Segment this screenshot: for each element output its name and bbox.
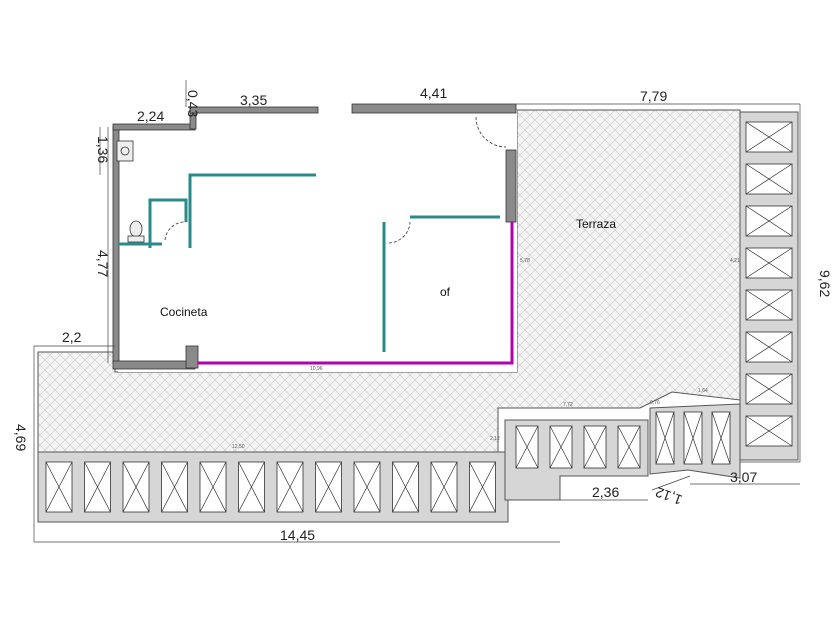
inner-label-1: 10,96 [310, 366, 323, 372]
planter-box-middle-0-cross [515, 425, 539, 469]
planter-box-middle-2-cross [583, 425, 607, 469]
dimension-lines [33, 80, 801, 543]
planter-box-right-7-cross [745, 415, 793, 447]
washbasin-icon [116, 140, 134, 162]
inner-measure-labels: 10,96 12,50 7,72 1,64 0,76 5,78 4,21 2,1… [232, 258, 740, 450]
dim-bottom-307: 3,07 [730, 469, 757, 485]
planter-box-bottom-7-cross [315, 461, 342, 513]
inner-label-8: 2,12 [490, 436, 500, 442]
planter-box-bottom-11-cross [469, 461, 496, 513]
partition-walls [118, 173, 500, 352]
planter-box-bottom-0-cross [45, 461, 73, 513]
dim-top-335: 3,35 [240, 92, 267, 108]
room-label-office: of [440, 285, 451, 299]
dim-top-779: 7,79 [640, 88, 667, 104]
planter-box-bottom-10-cross [430, 461, 458, 513]
planter-box-right-0-cross [745, 121, 793, 153]
inner-label-7: 4,21 [730, 258, 740, 264]
room-label-cocineta: Cocineta [160, 305, 208, 319]
toilet-icon [127, 220, 145, 243]
dim-top-441: 4,41 [420, 85, 447, 101]
dim-left-136: 1,36 [95, 136, 111, 163]
glass-wall [198, 222, 514, 365]
interior-floor [118, 110, 517, 372]
dim-left-22: 2,2 [62, 329, 82, 345]
planter-box-right-3-cross [745, 247, 793, 279]
planter-box-right-5-cross [745, 331, 793, 363]
planter-box-middle-3-cross [617, 425, 641, 469]
planter-box-right-2-cross [745, 205, 793, 237]
planter-crosses [45, 121, 793, 513]
inner-label-4: 1,64 [698, 388, 708, 394]
dim-bottom-236: 2,36 [592, 484, 619, 500]
planter-box-rb-0-cross [655, 411, 675, 465]
planter-box-rb-2-cross [711, 411, 731, 465]
planter-box-bottom-1-cross [84, 461, 111, 513]
planter-box-right-6-cross [745, 373, 793, 405]
dim-right-962: 9,62 [817, 270, 833, 297]
planter-box-middle-1-cross [549, 425, 573, 469]
planter-box-bottom-3-cross [161, 461, 188, 513]
inner-label-5: 0,76 [650, 400, 660, 406]
dim-left-477: 4,77 [95, 250, 111, 277]
planter-box-bottom-2-cross [122, 461, 150, 513]
inner-label-6: 5,78 [520, 258, 530, 264]
planter-box-bottom-6-cross [276, 461, 304, 513]
planter-box-bottom-9-cross [392, 461, 419, 513]
inner-label-3: 7,72 [563, 402, 573, 408]
dim-left-469: 4,69 [13, 424, 29, 451]
inner-label-2: 12,50 [232, 444, 245, 450]
room-label-terraza: Terraza [576, 217, 616, 231]
door-swings [164, 116, 507, 244]
planter-box-rb-1-cross [683, 411, 703, 465]
dim-bottom-1445: 14,45 [280, 527, 315, 543]
planter-box-bottom-8-cross [353, 461, 381, 513]
planter-box-bottom-4-cross [199, 461, 227, 513]
dim-bottom-112: 1,12 [653, 484, 684, 508]
dim-top-043: 0,43 [185, 90, 201, 117]
planter-box-right-4-cross [745, 289, 793, 321]
planter-box-bottom-5-cross [238, 461, 265, 513]
planter-strip-middle [504, 419, 649, 501]
planter-box-right-1-cross [745, 163, 793, 195]
dim-top-224: 2,24 [137, 108, 164, 124]
